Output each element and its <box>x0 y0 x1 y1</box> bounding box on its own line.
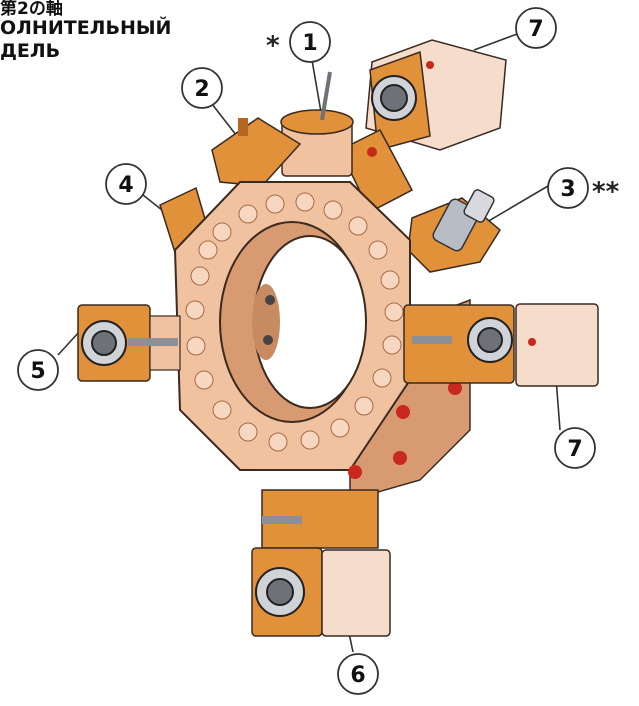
callout-number: 7 <box>567 437 582 462</box>
motor-unit-top <box>339 39 507 214</box>
callout-number: 7 <box>528 17 543 42</box>
callout-circle <box>554 427 596 469</box>
side-plugs <box>348 381 462 479</box>
motor-unit-right <box>403 303 599 387</box>
callout-number: 3 <box>560 177 575 202</box>
callout-c7a: 7 <box>515 7 557 49</box>
callout-asterisk: * <box>266 31 280 61</box>
title-line-2: ОЛНИТЕЛЬНЫЙ <box>0 17 172 39</box>
leader-line-7a <box>473 33 518 51</box>
callout-circle <box>17 349 59 391</box>
callout-circle <box>289 21 331 63</box>
callout-circle <box>515 7 557 49</box>
callout-number: 1 <box>302 31 317 56</box>
callout-circle <box>105 163 147 205</box>
callout-circle <box>547 167 589 209</box>
callout-circle <box>337 653 379 695</box>
callout-number: 2 <box>194 77 209 102</box>
face-holes <box>185 192 404 452</box>
callout-c3: 3 ** <box>547 167 620 209</box>
callout-c1: 1* <box>266 21 331 63</box>
tool-holder-top <box>280 71 354 177</box>
motor-unit-bottom <box>251 489 391 637</box>
callout-c4: 4 <box>105 163 147 205</box>
callout-number: 6 <box>350 663 365 688</box>
tool-holder-right-spindle <box>407 189 501 273</box>
callout-number: 5 <box>30 359 45 384</box>
leader-line-1 <box>311 59 323 119</box>
turret-body <box>173 181 471 501</box>
callout-c7b: 7 <box>554 427 596 469</box>
callout-c6: 6 <box>337 653 379 695</box>
callout-number: 4 <box>118 173 133 198</box>
title-line-3: ДЕЛЬ <box>0 40 61 62</box>
callout-c5: 5 <box>17 349 59 391</box>
callout-asterisk: ** <box>592 177 620 207</box>
callout-c2: 2 <box>181 67 223 109</box>
motor-unit-left <box>77 304 181 382</box>
title-line-1: 第2の軸 <box>0 0 63 19</box>
callout-circle <box>181 67 223 109</box>
tool-holder-upper-left <box>211 117 302 187</box>
